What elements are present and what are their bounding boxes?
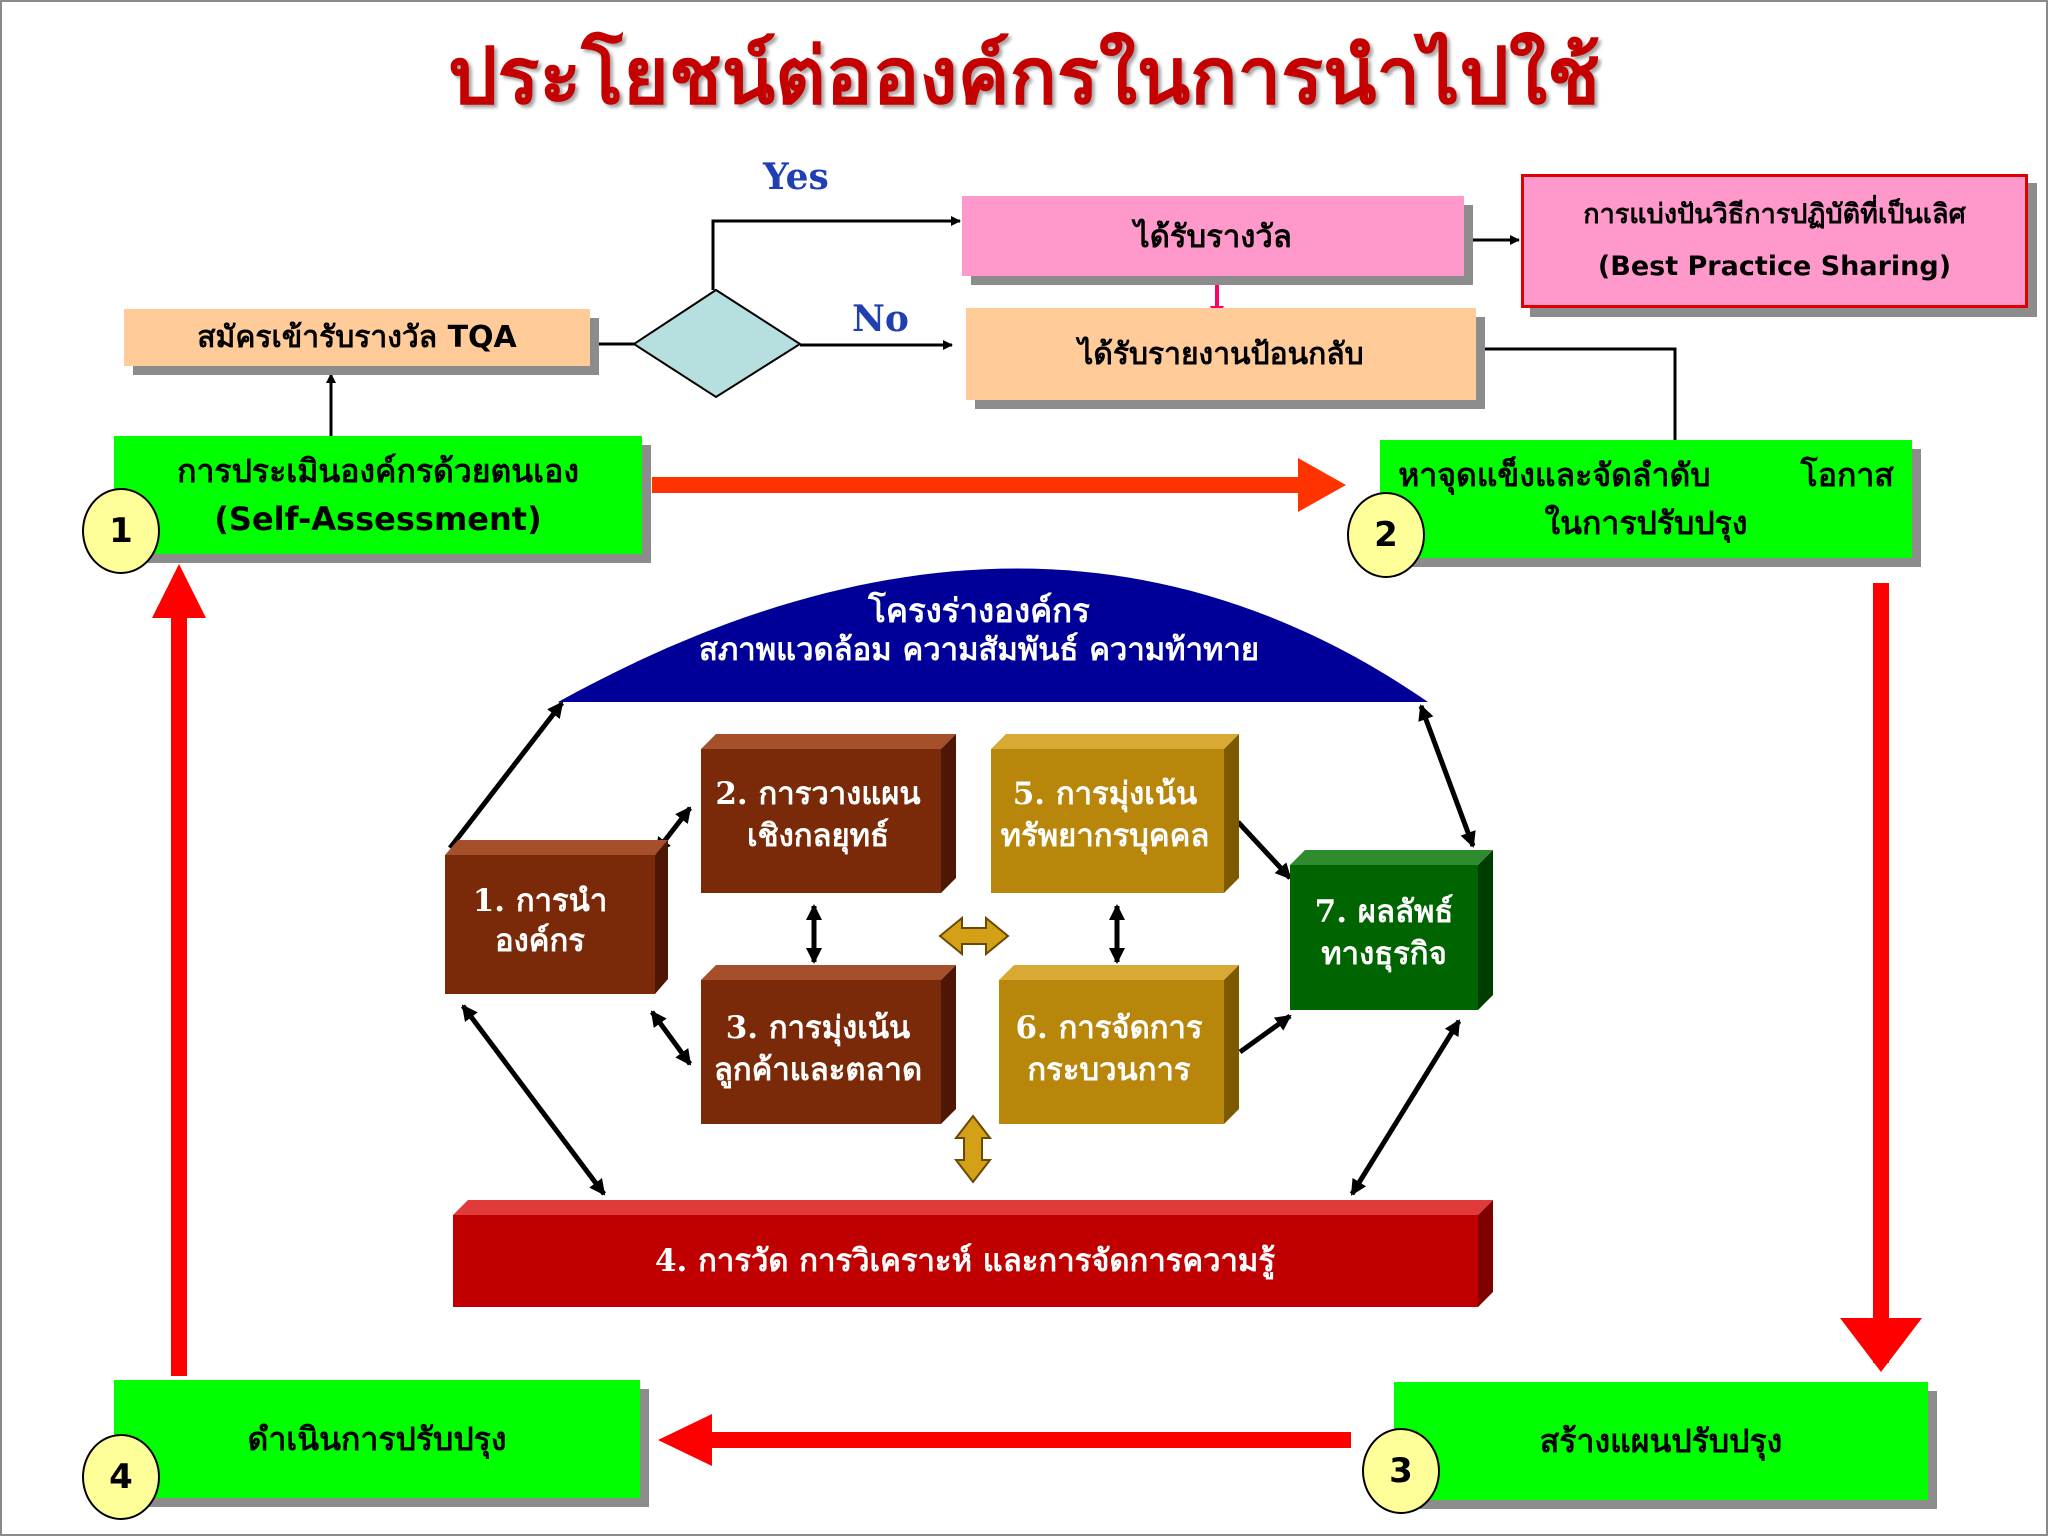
category-strategy-line2: เชิงกลยุทธ์	[747, 818, 889, 855]
award-label: ได้รับรางวัล	[1134, 219, 1292, 255]
feedback-box: ได้รับรายงานป้อนกลับ	[966, 308, 1476, 400]
category-process-line2: กระบวนการ	[1027, 1052, 1191, 1088]
category-customer: 3. การมุ่งเน้น ลูกค้าและตลาด	[701, 965, 956, 1124]
best-practice-sharing-box: การแบ่งปันวิธีการปฏิบัติที่เป็นเลิศ (Bes…	[1521, 174, 2028, 308]
decision-diamond	[632, 288, 802, 399]
arrow-feedback-to-strength	[1476, 347, 1680, 453]
decision-yes-label: Yes	[763, 156, 829, 198]
gold-arrow-horizontal	[938, 915, 1010, 957]
feedback-label: ได้รับรายงานป้อนกลับ	[1078, 336, 1364, 372]
category-customer-line2: ลูกค้าและตลาด	[714, 1052, 922, 1089]
category-results: 7. ผลลัพธ์ ทางธุรกิจ	[1290, 850, 1493, 1010]
strength-opportunity-box: หาจุดแข็งและจัดลำดับ โอกาส ในการปรับปรุง	[1380, 440, 1912, 558]
org-profile-dome	[558, 568, 1428, 702]
cycle-arrow-1-to-2	[652, 458, 1346, 512]
strength-opportunity-line2: ในการปรับปรุง	[1544, 504, 1748, 542]
implement-box: ดำเนินการปรับปรุง	[114, 1380, 640, 1498]
self-assessment-line1: การประเมินองค์กรด้วยตนเอง	[177, 452, 579, 490]
category-strategy: 2. การวางแผน เชิงกลยุทธ์	[701, 734, 956, 893]
arrow-results-to-measurement	[1349, 1019, 1462, 1196]
self-assessment-line2: (Self-Assessment)	[214, 500, 542, 538]
category-measurement: 4. การวัด การวิเคราะห์ และการจัดการความร…	[453, 1200, 1493, 1307]
category-customer-line1: 3. การมุ่งเน้น	[726, 1010, 911, 1047]
step-3-badge: 3	[1362, 1428, 1440, 1514]
category-workforce-line1: 5. การมุ่งเน้น	[1013, 776, 1198, 813]
category-leadership-line1: 1. การนำ	[473, 883, 608, 919]
arrow-workforce-to-results	[1236, 820, 1292, 880]
category-process-line1: 6. การจัดการ	[1015, 1010, 1202, 1046]
step-2-badge: 2	[1347, 492, 1425, 578]
category-workforce: 5. การมุ่งเน้น ทรัพยากรบุคคล	[991, 734, 1239, 893]
best-practice-sharing-line2: (Best Practice Sharing)	[1597, 251, 1952, 282]
apply-tqa-label: สมัครเข้ารับรางวัล TQA	[197, 320, 517, 355]
org-profile-line1: โครงร่างองค์กร	[867, 591, 1090, 630]
category-results-line1: 7. ผลลัพธ์	[1315, 894, 1454, 930]
category-leadership-line2: องค์กร	[495, 923, 585, 959]
implement-label: ดำเนินการปรับปรุง	[247, 1420, 507, 1458]
arrow-process-to-results	[1238, 1013, 1292, 1055]
arrow-leadership-to-customer	[649, 1010, 693, 1066]
category-strategy-line1: 2. การวางแผน	[715, 776, 920, 812]
self-assessment-box: การประเมินองค์กรด้วยตนเอง (Self-Assessme…	[114, 436, 642, 554]
best-practice-sharing-line1: การแบ่งปันวิธีการปฏิบัติที่เป็นเลิศ	[1583, 199, 1966, 230]
apply-tqa-box: สมัครเข้ารับรางวัล TQA	[124, 309, 590, 366]
create-plan-box: สร้างแผนปรับปรุง	[1394, 1382, 1928, 1500]
category-results-line2: ทางธุรกิจ	[1321, 936, 1446, 973]
category-process: 6. การจัดการ กระบวนการ	[999, 965, 1239, 1124]
award-box: ได้รับรางวัล	[962, 196, 1464, 276]
cycle-arrow-2-to-3	[1840, 583, 1922, 1372]
arrow-leadership-to-measurement	[461, 1004, 606, 1196]
category-measurement-label: 4. การวัด การวิเคราะห์ และการจัดการความร…	[655, 1243, 1275, 1280]
decision-no-label: No	[852, 298, 909, 340]
strength-opportunity-line1: หาจุดแข็งและจัดลำดับ โอกาส	[1398, 451, 1894, 499]
step-1-badge: 1	[82, 488, 160, 574]
strength-opportunity-line1a: หาจุดแข็งและจัดลำดับ	[1398, 456, 1711, 494]
arrow-profile-to-results	[1418, 704, 1476, 848]
org-profile-line2: สภาพแวดล้อม ความสัมพันธ์ ความท้าทาย	[699, 632, 1259, 668]
cycle-arrow-4-to-1	[152, 564, 206, 1376]
gold-arrow-vertical	[953, 1114, 993, 1184]
strength-opportunity-line1b: โอกาส	[1800, 456, 1894, 494]
cycle-arrow-3-to-4	[658, 1414, 1351, 1466]
category-leadership: 1. การนำ องค์กร	[445, 840, 668, 994]
arrow-yes-to-award	[711, 216, 961, 290]
step-4-badge: 4	[82, 1434, 160, 1520]
page-title: ประโยชน์ต่อองค์กรในการนำไปใช้	[447, 31, 1601, 122]
category-workforce-line2: ทรัพยากรบุคคล	[1001, 818, 1210, 855]
arrow-leadership-to-profile	[448, 701, 564, 850]
create-plan-label: สร้างแผนปรับปรุง	[1539, 1422, 1783, 1460]
